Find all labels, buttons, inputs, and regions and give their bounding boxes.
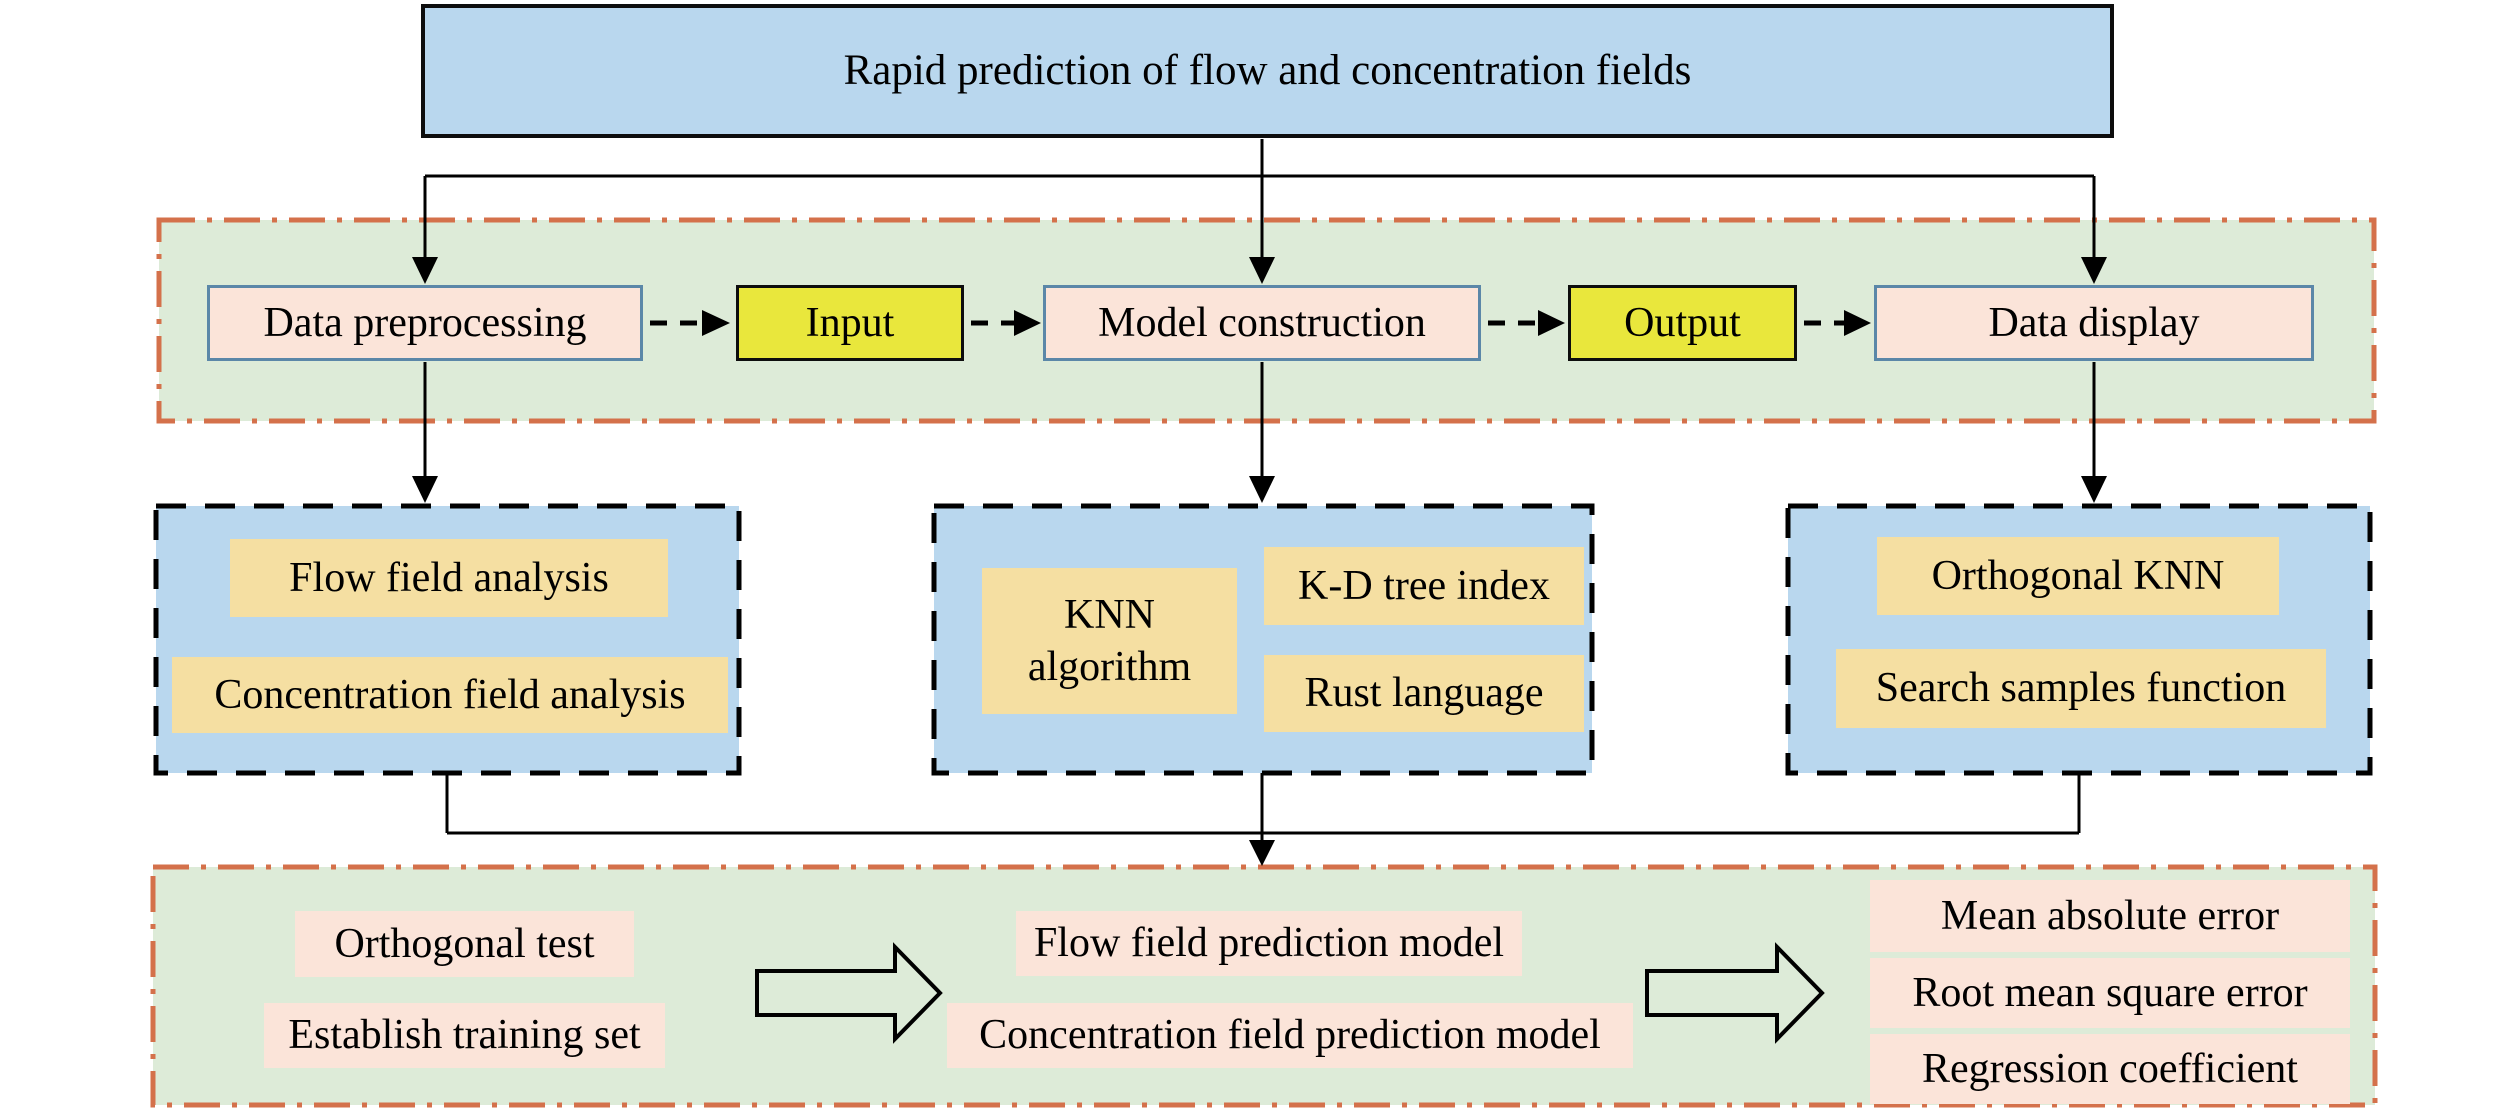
title-box: Rapid prediction of flow and concentrati…	[421, 4, 2114, 138]
mean-absolute-error-box: Mean absolute error	[1870, 880, 2350, 952]
orthogonal-test-box: Orthogonal test	[295, 911, 634, 977]
data-preprocessing-box: Data preprocessing	[207, 285, 643, 361]
flow-field-analysis-box: Flow field analysis	[230, 539, 668, 617]
model-construction-box: Model construction	[1043, 285, 1481, 361]
rust-language-box: Rust language	[1264, 655, 1584, 732]
concentration-field-prediction-model-box: Concentration field prediction model	[947, 1003, 1633, 1068]
kd-tree-index-box: K-D tree index	[1264, 547, 1584, 625]
input-box: Input	[736, 285, 964, 361]
establish-training-set-box: Establish training set	[264, 1003, 665, 1068]
knn-algorithm-box: KNN algorithm	[982, 568, 1237, 714]
search-samples-function-box: Search samples function	[1836, 649, 2326, 728]
regression-coefficient-box: Regression coefficient	[1870, 1034, 2350, 1104]
data-display-box: Data display	[1874, 285, 2314, 361]
root-mean-square-error-box: Root mean square error	[1870, 958, 2350, 1028]
orthogonal-knn-box: Orthogonal KNN	[1877, 537, 2279, 615]
flow-field-prediction-model-box: Flow field prediction model	[1016, 911, 1522, 976]
concentration-field-analysis-box: Concentration field analysis	[172, 657, 728, 733]
output-box: Output	[1568, 285, 1797, 361]
